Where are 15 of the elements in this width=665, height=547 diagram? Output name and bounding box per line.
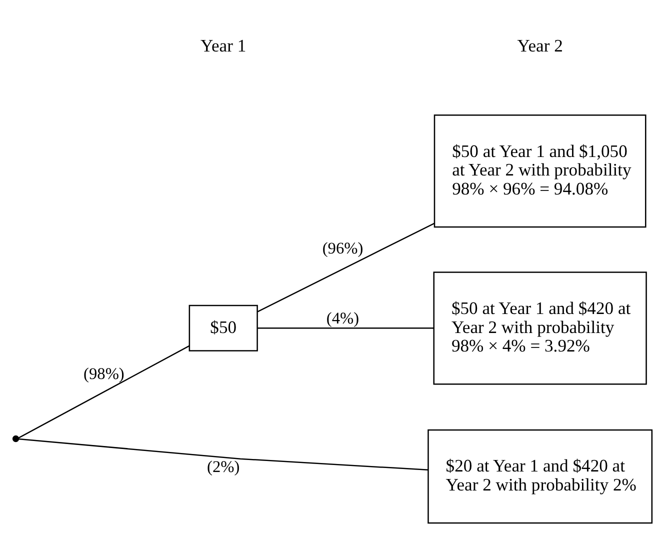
edge-label: (98%) — [84, 364, 124, 383]
label: Year 2 — [517, 35, 563, 56]
edge-label: (96%) — [322, 238, 364, 258]
edge-label: (4%) — [326, 308, 360, 328]
edge-label: (2%) — [207, 456, 240, 476]
node-box: $50 — [188, 304, 258, 352]
node-box: $50 at Year 1 and $420 at Year 2 with probability 98% × 4% = 3.92% — [433, 272, 647, 385]
label: Year 1 — [200, 35, 246, 56]
connector — [18, 438, 428, 471]
node-box: $20 at Year 1 and $420 at Year 2 with probability 2% — [428, 429, 653, 524]
connector — [258, 328, 434, 329]
connector — [18, 345, 190, 438]
node-point — [12, 435, 20, 442]
node-box: $50 at Year 1 and $1,050 at Year 2 with probability 98% × 96% = 94.08% — [434, 114, 646, 228]
connector — [257, 222, 435, 312]
